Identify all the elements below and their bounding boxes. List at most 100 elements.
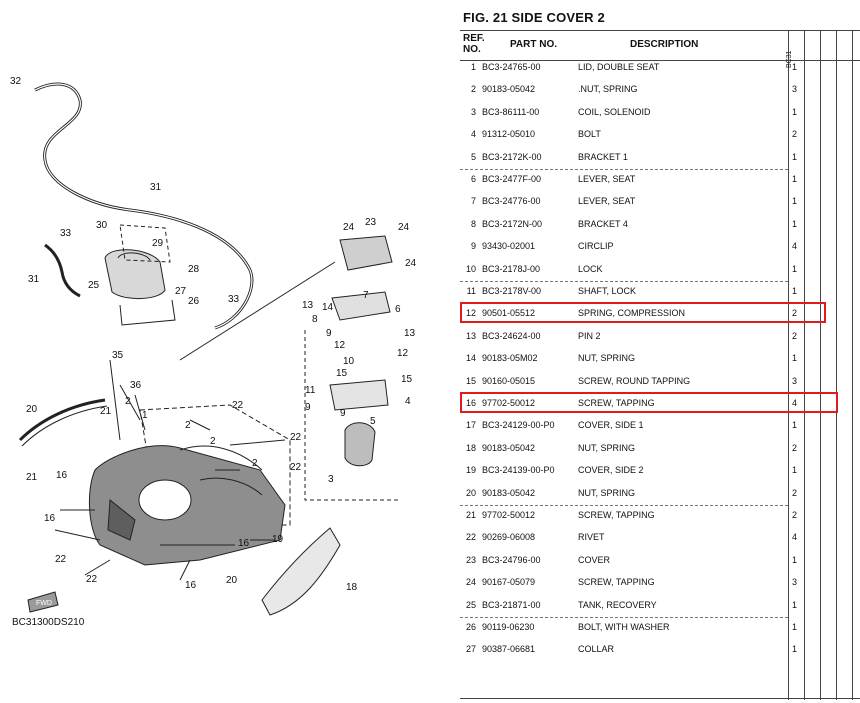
- col-border-3: [836, 30, 837, 700]
- ref-cell: 12: [465, 308, 476, 319]
- part-no-cell: 90387-06681: [482, 644, 536, 655]
- ref-cell: 14: [465, 353, 476, 364]
- part-no-cell: 90501-05512: [482, 308, 536, 319]
- part-no-cell: BC3-2172K-00: [482, 151, 542, 162]
- callout-9-c: 9: [340, 408, 346, 419]
- quantity-cell: 3: [792, 577, 798, 588]
- quantity-cell: 1: [792, 106, 798, 117]
- quantity-cell: 2: [792, 510, 798, 520]
- figure-title: FIG. 21 SIDE COVER 2: [463, 10, 605, 25]
- part-no-cell: 90160-05015: [482, 375, 536, 386]
- callout-6: 6: [395, 304, 401, 315]
- callout-34: 33: [60, 228, 72, 239]
- part-no-cell: 90183-05042: [482, 487, 536, 498]
- quantity-cell: 2: [792, 129, 798, 140]
- quantity-cell: 4: [792, 398, 798, 408]
- description-cell: SCREW, TAPPING: [578, 510, 655, 520]
- quantity-cell: 1: [792, 174, 798, 184]
- part-no-cell: BC3-2477F-00: [482, 174, 542, 184]
- ref-cell: 7: [470, 196, 476, 207]
- description-cell: BOLT, WITH WASHER: [578, 622, 670, 632]
- header-ref-no: REF. NO.: [463, 33, 485, 55]
- callout-32: 31: [28, 274, 40, 285]
- description-cell: SCREW, TAPPING: [578, 398, 655, 408]
- quantity-cell: 1: [792, 218, 798, 229]
- callout-16-b: 16: [44, 513, 56, 524]
- quantity-cell: 1: [792, 622, 798, 632]
- table-bottom-border: [460, 698, 860, 699]
- ref-cell: 2: [470, 84, 476, 95]
- description-cell: COVER, SIDE 1: [578, 420, 644, 431]
- header-part-no: PART NO.: [510, 39, 558, 50]
- part-no-cell: BC3-21871-00: [482, 599, 541, 610]
- header-description: DESCRIPTION: [630, 39, 699, 50]
- ref-cell: 16: [465, 398, 476, 408]
- callout-35: 35: [112, 350, 124, 361]
- part-no-cell: BC3-24776-00: [482, 196, 541, 207]
- callout-18-b: 20: [226, 575, 238, 586]
- callout-36: 36: [130, 380, 142, 391]
- description-cell: LOCK: [578, 263, 603, 274]
- description-cell: RIVET: [578, 532, 605, 543]
- part-no-cell: BC3-24139-00-P0: [482, 465, 555, 476]
- callout-7: 7: [363, 290, 369, 301]
- callout-30: 29: [152, 238, 164, 249]
- callout-2-d: 2: [252, 458, 258, 469]
- ref-cell: 19: [465, 465, 476, 476]
- ref-cell: 17: [465, 420, 476, 431]
- callout-33-mid: 33: [228, 294, 240, 305]
- col-border-4: [852, 30, 853, 700]
- ref-cell: 9: [470, 241, 476, 252]
- quantity-cell: 1: [792, 554, 798, 565]
- part-no-cell: BC3-24129-00-P0: [482, 420, 555, 431]
- callout-22-b: 22: [290, 432, 302, 443]
- callout-17: 18: [346, 582, 358, 593]
- description-cell: SCREW, ROUND TAPPING: [578, 375, 691, 386]
- part-no-cell: BC3-2172N-00: [482, 218, 543, 229]
- callout-26: 26: [188, 296, 200, 307]
- callout-16-c: 16: [238, 538, 250, 549]
- callout-28: 28: [188, 264, 200, 275]
- quantity-cell: 1: [792, 599, 798, 610]
- ref-cell: 18: [465, 442, 476, 453]
- callout-3: 3: [328, 474, 334, 485]
- description-cell: PIN 2: [578, 330, 601, 341]
- callout-31: 31: [150, 182, 162, 193]
- ref-cell: 4: [470, 129, 476, 140]
- description-cell: SHAFT, LOCK: [578, 286, 637, 296]
- description-cell: BOLT: [578, 129, 601, 140]
- ref-cell: 20: [465, 487, 476, 498]
- quantity-cell: 1: [792, 263, 798, 274]
- callout-4: 4: [405, 396, 411, 407]
- header-divider: [460, 60, 860, 61]
- quantity-cell: 3: [792, 375, 798, 386]
- part-no-cell: 90183-05042: [482, 84, 536, 95]
- description-cell: COVER, SIDE 2: [578, 465, 644, 476]
- description-cell: LEVER, SEAT: [578, 196, 636, 207]
- description-cell: NUT, SPRING: [578, 487, 636, 498]
- highlight-box-ref-12: [460, 302, 826, 324]
- ref-cell: 26: [465, 622, 476, 632]
- ref-cell: 24: [465, 577, 476, 588]
- callout-23: 23: [365, 217, 377, 228]
- ref-cell: 10: [465, 263, 476, 274]
- ref-cell: 21: [465, 510, 476, 520]
- quantity-cell: 2: [792, 442, 798, 453]
- quantity-cell: 4: [792, 532, 798, 543]
- group-separator: [460, 281, 788, 282]
- callout-24-b: 24: [398, 222, 410, 233]
- part-no-cell: BC3-2178V-00: [482, 286, 542, 296]
- description-cell: NUT, SPRING: [578, 353, 636, 364]
- callout-24-a: 24: [343, 222, 355, 233]
- col-border-2: [820, 30, 821, 700]
